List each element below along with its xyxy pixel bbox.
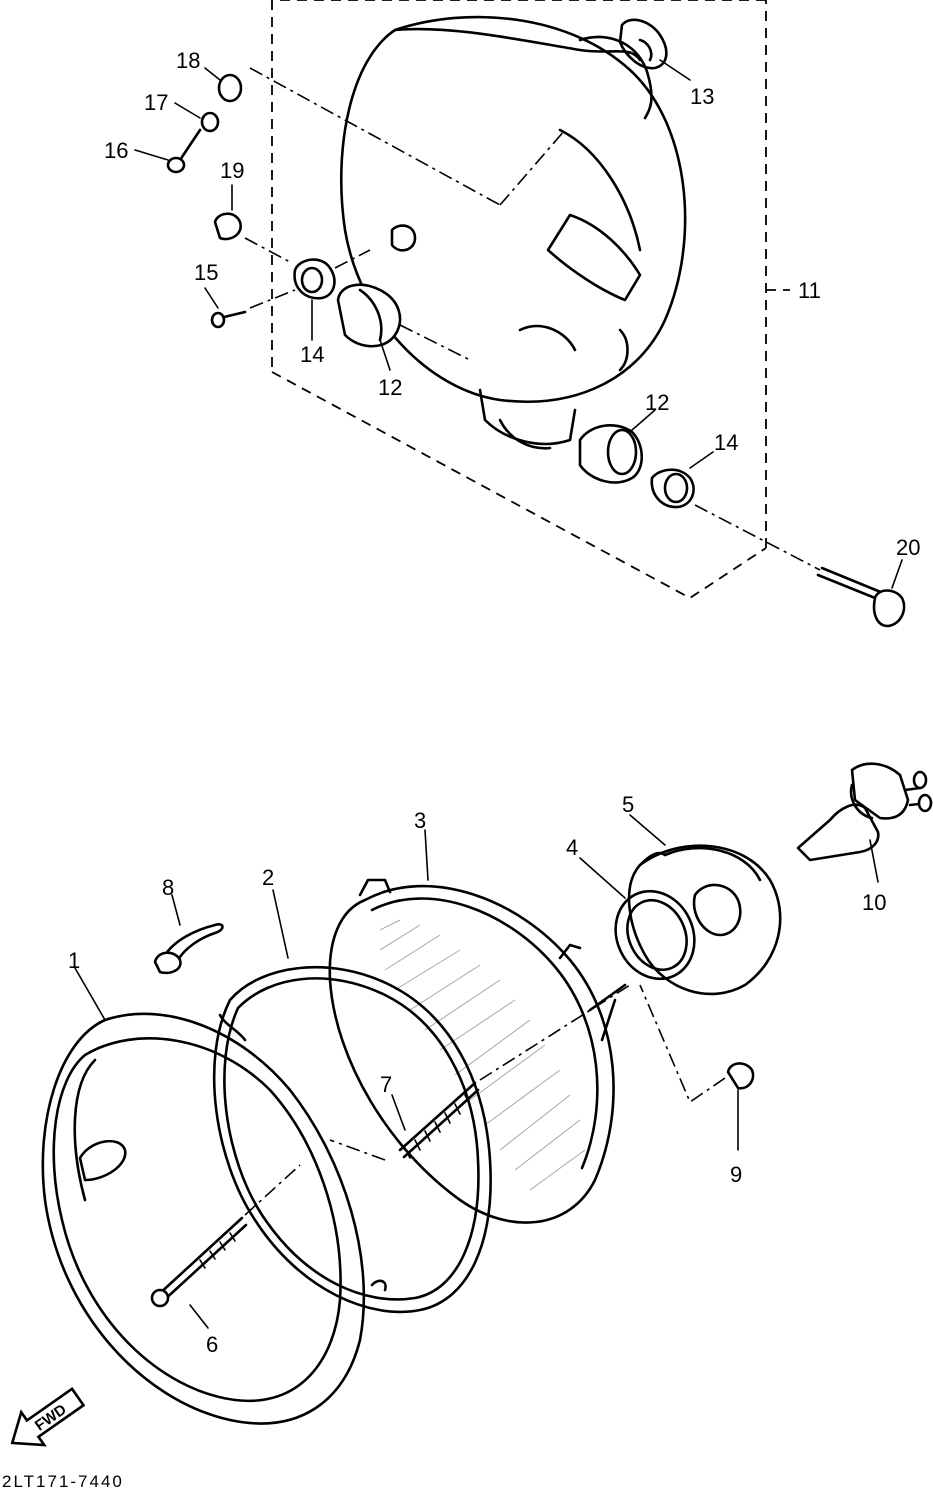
part-13-grommet	[618, 18, 668, 70]
leader-10	[869, 839, 879, 883]
leader-12a	[379, 339, 391, 371]
part-15-bolt	[210, 310, 247, 329]
leader-6	[189, 1304, 209, 1329]
part-3-reflector	[328, 878, 627, 1224]
leader-12b	[631, 409, 656, 431]
label-18: 18	[176, 48, 200, 73]
part-4-retainer	[614, 889, 696, 981]
part-14-collar-right	[650, 468, 695, 509]
leader-5	[629, 814, 666, 846]
leader-16	[134, 149, 169, 161]
part-9-nut	[726, 1062, 755, 1090]
label-2: 2	[262, 865, 274, 890]
centerline-18b	[499, 129, 566, 206]
part-17-washer	[200, 111, 220, 133]
centerline-14a	[334, 249, 371, 269]
label-19: 19	[220, 158, 244, 183]
label-11: 11	[798, 278, 821, 303]
leader-13	[659, 59, 691, 81]
centerline-19	[244, 237, 291, 263]
label-6: 6	[206, 1332, 218, 1357]
label-12b: 12	[645, 390, 669, 415]
centerline-7b	[329, 1139, 386, 1161]
part-6-adjust-screw	[150, 1216, 248, 1308]
part-14-collar-left	[293, 258, 336, 300]
leader-17	[174, 102, 201, 119]
part-1-rim	[41, 1012, 366, 1425]
label-1: 1	[68, 948, 80, 973]
leader-1	[74, 967, 106, 1021]
label-13: 13	[690, 84, 714, 109]
label-8: 8	[162, 875, 174, 900]
part-12-damper-left	[336, 283, 402, 348]
diagram-code: 2LT171-7440	[2, 1472, 124, 1491]
label-9: 9	[730, 1162, 742, 1187]
part-5-socket-cover	[627, 844, 782, 996]
leader-3	[424, 829, 429, 881]
part-2-ring	[212, 965, 492, 1314]
leader-8	[171, 894, 181, 926]
part-19-nut	[213, 212, 242, 241]
label-4: 4	[566, 835, 578, 860]
leader-7	[391, 1094, 406, 1131]
part-18-washer	[217, 73, 243, 103]
label-3: 3	[414, 808, 426, 833]
leader-14b	[689, 451, 714, 469]
part-20-bolt	[816, 566, 906, 628]
housing-assembly	[134, 0, 906, 628]
label-15: 15	[194, 260, 218, 285]
centerline-6	[244, 1164, 301, 1216]
label-12a: 12	[378, 375, 402, 400]
centerline-12a	[399, 324, 471, 361]
part-12-damper-right	[578, 424, 644, 484]
label-10: 10	[862, 890, 886, 915]
forward-arrow: FWD	[10, 1387, 86, 1447]
part-7-adjust-screw	[398, 1081, 480, 1159]
label-5: 5	[622, 792, 634, 817]
label-7: 7	[380, 1072, 392, 1097]
centerline-7	[479, 984, 631, 1081]
leader-20	[891, 559, 903, 589]
leader-2	[272, 889, 289, 959]
centerline-20	[694, 504, 821, 571]
part-10-bulb	[796, 762, 933, 862]
label-14a: 14	[300, 342, 324, 367]
part-8-clip	[153, 923, 224, 975]
label-20: 20	[896, 535, 920, 560]
label-17: 17	[144, 90, 168, 115]
label-14b: 14	[714, 430, 738, 455]
centerline-15	[249, 289, 296, 309]
leader-4	[579, 857, 626, 899]
centerline-18	[249, 67, 501, 206]
centerline-9	[639, 984, 726, 1104]
headlight-unit-assembly	[41, 762, 933, 1425]
part-labels: 1 2 3 4 5 6 7 8 9 10 11 12 12 13 14 14 1…	[68, 48, 920, 1357]
leader-15	[204, 287, 219, 309]
part-16-screw	[166, 128, 202, 174]
leader-18	[204, 67, 221, 81]
label-16: 16	[104, 138, 128, 163]
